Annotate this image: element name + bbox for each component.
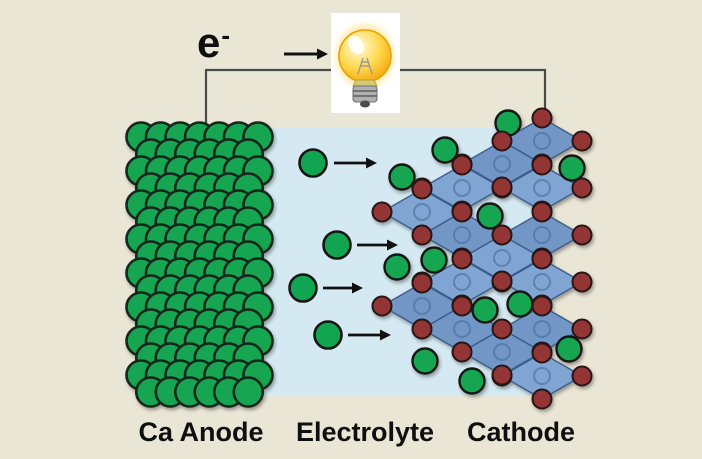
anion-atom xyxy=(531,154,553,176)
metal-site-ring xyxy=(533,226,551,244)
electron-symbol: e xyxy=(197,19,221,66)
calcium-atom xyxy=(232,376,265,408)
cathode-lattice xyxy=(371,107,593,410)
anion-atom xyxy=(491,364,513,386)
electron-label: e- xyxy=(197,19,231,66)
anion-atom xyxy=(371,295,393,317)
metal-site-ring xyxy=(533,132,551,150)
intercalated-ca-ion xyxy=(558,154,586,182)
arrow-icon xyxy=(357,239,398,251)
anion-atom xyxy=(451,341,473,363)
anion-atom xyxy=(531,342,553,364)
metal-site-ring xyxy=(493,343,511,361)
circuit-wire-left xyxy=(204,68,331,124)
metal-site-ring xyxy=(413,297,431,315)
intercalated-ca-ion xyxy=(506,290,534,318)
anion-atom xyxy=(531,388,553,410)
intercalated-ca-ion xyxy=(431,136,459,164)
anion-atom xyxy=(411,272,433,294)
anion-atom xyxy=(571,177,593,199)
anion-atom xyxy=(411,318,433,340)
metal-site-ring xyxy=(453,226,471,244)
anion-atom xyxy=(411,224,433,246)
metal-site-ring xyxy=(453,273,471,291)
anion-atom xyxy=(451,248,473,270)
anion-atom xyxy=(571,271,593,293)
migrating-ca-ion xyxy=(288,273,318,303)
intercalated-ca-ion xyxy=(458,367,486,395)
metal-site-ring xyxy=(413,203,431,221)
anion-atom xyxy=(451,154,473,176)
metal-site-ring xyxy=(533,320,551,338)
anion-atom xyxy=(571,318,593,340)
anion-atom xyxy=(411,178,433,200)
anion-atom xyxy=(531,107,553,129)
anion-atom xyxy=(571,224,593,246)
anode-label: Ca Anode xyxy=(138,417,264,447)
migrating-ca-ion xyxy=(322,230,352,260)
ca-anode-atoms xyxy=(125,121,274,408)
electrolyte-label: Electrolyte xyxy=(295,417,435,447)
anion-atom xyxy=(491,224,513,246)
anion-atom xyxy=(491,270,513,292)
anion-atom xyxy=(371,201,393,223)
arrow-icon xyxy=(348,329,391,341)
metal-site-ring xyxy=(533,367,551,385)
arrow-icon xyxy=(323,282,363,294)
migrating-ca-ion xyxy=(313,320,343,350)
light-bulb-icon xyxy=(331,13,400,113)
circuit-wire-right xyxy=(400,68,547,111)
electron-charge-superscript: - xyxy=(221,20,231,50)
anion-atom xyxy=(451,201,473,223)
intercalated-ca-ion xyxy=(476,202,504,230)
anion-atom xyxy=(531,295,553,317)
arrow-icon xyxy=(284,48,328,60)
metal-site-ring xyxy=(493,249,511,267)
anion-atom xyxy=(571,365,593,387)
metal-site-ring xyxy=(533,179,551,197)
anion-atom xyxy=(571,130,593,152)
arrow-icon xyxy=(334,157,377,169)
intercalated-ca-ion xyxy=(411,347,439,375)
migrating-ions xyxy=(288,148,398,350)
anion-atom xyxy=(451,295,473,317)
anion-atom xyxy=(491,130,513,152)
anion-atom xyxy=(531,248,553,270)
intercalated-ca-ion xyxy=(383,253,411,281)
migrating-ca-ion xyxy=(298,148,328,178)
anion-atom xyxy=(491,318,513,340)
intercalated-ca-ion xyxy=(555,335,583,363)
metal-site-ring xyxy=(453,179,471,197)
intercalated-ca-ion xyxy=(471,296,499,324)
anion-atom xyxy=(531,201,553,223)
metal-site-ring xyxy=(533,273,551,291)
anion-atom xyxy=(491,176,513,198)
intercalated-ca-ion xyxy=(420,246,448,274)
intercalated-ca-ion xyxy=(388,163,416,191)
cathode-label: Cathode xyxy=(467,417,575,447)
metal-site-ring xyxy=(493,155,511,173)
metal-site-ring xyxy=(453,320,471,338)
